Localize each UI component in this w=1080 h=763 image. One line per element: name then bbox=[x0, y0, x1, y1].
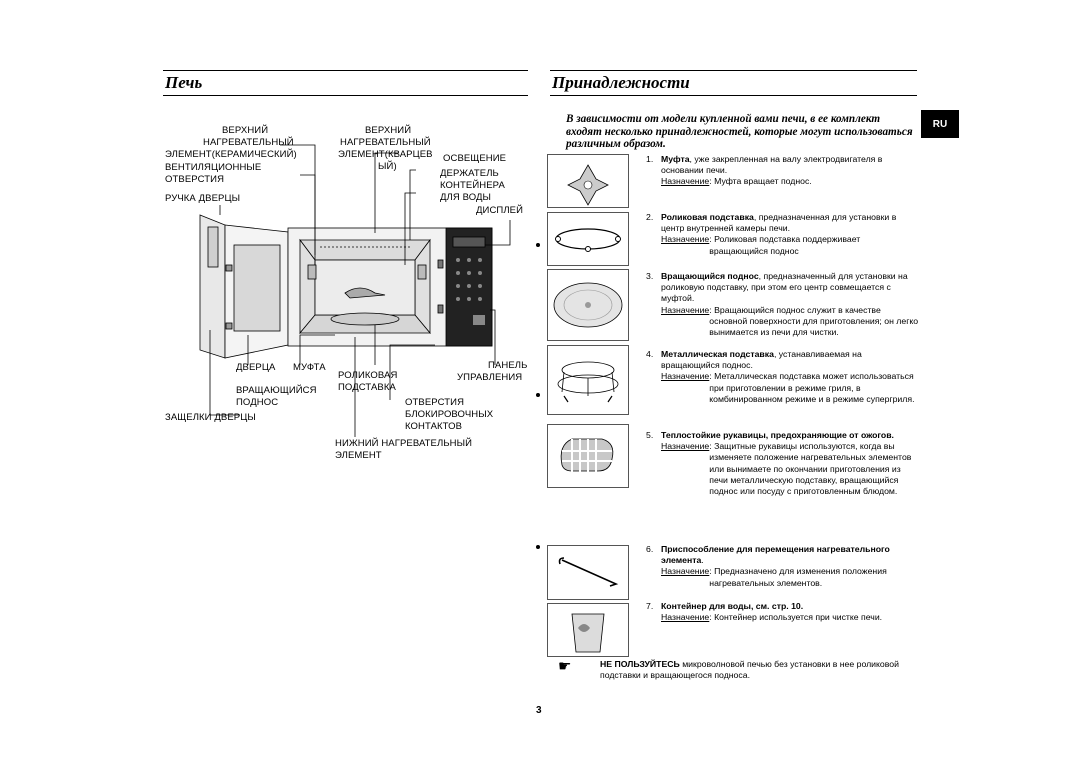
purpose-label: Назначение bbox=[661, 234, 710, 245]
note-bold: НЕ ПОЛЬЗУЙТЕСЬ bbox=[600, 659, 680, 669]
item-desc: . bbox=[701, 555, 704, 566]
label-light: ОСВЕЩЕНИЕ bbox=[443, 153, 507, 164]
accessories-section-title: Принадлежности bbox=[552, 73, 690, 92]
oven-diagram bbox=[199, 144, 511, 437]
label-upper-heating-ceramic: НАГРЕВАТЕЛЬНЫЙ bbox=[203, 137, 294, 148]
label-interlock-holes: КОНТАКТОВ bbox=[405, 421, 463, 432]
water-container-image bbox=[547, 603, 629, 657]
accessories-intro: В зависимости от модели купленной вами п… bbox=[566, 113, 913, 150]
item-name: Муфта bbox=[661, 154, 690, 164]
item-number: 4. bbox=[646, 349, 654, 359]
item-number: 7. bbox=[646, 601, 654, 611]
item-name: Контейнер для воды, см. стр. 10. bbox=[661, 601, 804, 611]
item-name: Роликовая подставка bbox=[661, 212, 754, 222]
turntable-image bbox=[547, 269, 629, 341]
accessory-item: 2. Роликовая подставка, предназначенная … bbox=[646, 212, 921, 257]
accessory-item: 1. Муфта, уже закрепленная на валу элект… bbox=[646, 154, 921, 188]
item-number: 2. bbox=[646, 212, 654, 222]
header-bottom-rule bbox=[163, 95, 528, 96]
item-number: 3. bbox=[646, 271, 654, 281]
purpose-label: Назначение bbox=[661, 371, 710, 382]
item-number: 6. bbox=[646, 544, 654, 554]
margin-bullet bbox=[536, 393, 540, 397]
purpose-text: : Контейнер используется при чистке печи… bbox=[709, 612, 883, 623]
element-tool-image bbox=[547, 545, 629, 600]
label-vents: ВЕНТИЛЯЦИОННЫЕ bbox=[165, 162, 262, 173]
label-upper-heating-ceramic: ВЕРХНИЙ bbox=[222, 125, 269, 136]
label-water-holder: ДЛЯ ВОДЫ bbox=[440, 192, 492, 203]
margin-bullet bbox=[536, 545, 540, 549]
label-door-latches: ЗАЩЕЛКИ ДВЕРЦЫ bbox=[165, 412, 256, 423]
label-interlock-holes: ОТВЕРСТИЯ bbox=[405, 397, 465, 408]
accessory-item: 3. Вращающийся поднос, предназначенный д… bbox=[646, 271, 921, 338]
label-vents: ОТВЕРСТИЯ bbox=[165, 174, 225, 185]
label-display: ДИСПЛЕЙ bbox=[476, 205, 524, 216]
warning-note: НЕ ПОЛЬЗУЙТЕСЬ микроволновой печью без у… bbox=[600, 659, 930, 681]
accessory-item: 5. Теплостойкие рукавицы, предохраняющие… bbox=[646, 430, 921, 497]
item-desc: , предназначенный для установки на ролик… bbox=[661, 271, 908, 304]
label-interlock-holes: БЛОКИРОВОЧНЫХ bbox=[405, 409, 494, 420]
coupler-image bbox=[547, 154, 629, 208]
purpose-label: Назначение bbox=[661, 566, 710, 577]
label-lower-heating: ЭЛЕМЕНТ bbox=[335, 450, 382, 461]
purpose-text: : Вращающийся поднос служит в качестве о… bbox=[709, 304, 919, 338]
item-number: 5. bbox=[646, 430, 654, 440]
purpose-label: Назначение bbox=[661, 441, 710, 452]
note-text: микроволновой печью без установки в нее … bbox=[600, 659, 899, 681]
header-top-rule bbox=[163, 70, 528, 71]
item-name: Вращающийся поднос bbox=[661, 271, 759, 281]
label-upper-heating-quartz: ЭЛЕМЕНТ(КВАРЦЕВ bbox=[338, 149, 433, 160]
label-upper-heating-quartz: ЫЙ) bbox=[378, 161, 397, 172]
label-coupler: МУФТА bbox=[293, 362, 326, 373]
purpose-text: : Защитные рукавицы используются, когда … bbox=[709, 441, 912, 497]
accessory-item: 6. Приспособление для перемещения нагрев… bbox=[646, 544, 921, 589]
label-water-holder: ДЕРЖАТЕЛЬ bbox=[440, 168, 499, 179]
label-upper-heating-quartz: ВЕРХНИЙ bbox=[365, 125, 412, 136]
label-control-panel: УПРАВЛЕНИЯ bbox=[457, 372, 523, 383]
label-door-handle: РУЧКА ДВЕРЦЫ bbox=[165, 193, 241, 204]
label-lower-heating: НИЖНИЙ НАГРЕВАТЕЛЬНЫЙ bbox=[335, 438, 473, 449]
margin-bullet bbox=[536, 243, 540, 247]
item-name: Металлическая подставка bbox=[661, 349, 774, 359]
purpose-label: Назначение bbox=[661, 176, 710, 187]
item-name: Приспособление для перемещения нагревате… bbox=[661, 544, 890, 566]
item-name: Теплостойкие рукавицы, предохраняющие от… bbox=[661, 430, 894, 440]
purpose-text: : Металлическая подставка может использо… bbox=[709, 371, 915, 404]
header-top-rule-right bbox=[550, 70, 917, 71]
label-turntable: ВРАЩАЮЩИЙСЯ bbox=[236, 385, 317, 396]
purpose-text: : Роликовая подставка поддерживает враща… bbox=[709, 234, 861, 256]
purpose-text: : Предназначено для изменения положения … bbox=[709, 566, 887, 588]
roller-ring-image bbox=[547, 212, 629, 266]
oven-glove-image bbox=[547, 424, 629, 488]
label-door: ДВЕРЦА bbox=[236, 362, 276, 373]
purpose-text: : Муфта вращает поднос. bbox=[709, 176, 812, 187]
purpose-label: Назначение bbox=[661, 304, 710, 315]
item-desc: , устанавливаемая на вращающийся поднос. bbox=[661, 349, 862, 371]
item-number: 1. bbox=[646, 154, 654, 164]
accessory-item: 4. Металлическая подставка, устанавливае… bbox=[646, 349, 921, 405]
header-bottom-rule-right bbox=[550, 95, 917, 96]
oven-section-title: Печь bbox=[165, 73, 203, 92]
label-water-holder: КОНТЕЙНЕРА bbox=[440, 180, 505, 191]
purpose-label: Назначение bbox=[661, 612, 710, 623]
pointing-hand-icon: ☛ bbox=[558, 658, 572, 675]
label-turntable: ПОДНОС bbox=[236, 397, 279, 408]
accessory-item: 7. Контейнер для воды, см. стр. 10. Назн… bbox=[646, 601, 921, 623]
item-desc: , предназначенная для установки в центр … bbox=[661, 212, 897, 234]
page-number: 3 bbox=[536, 705, 542, 716]
label-upper-heating-ceramic: ЭЛЕМЕНТ(КЕРАМИЧЕСКИЙ) bbox=[165, 149, 297, 160]
label-upper-heating-quartz: НАГРЕВАТЕЛЬНЫЙ bbox=[340, 137, 431, 148]
language-badge: RU bbox=[921, 110, 959, 138]
metal-rack-image bbox=[547, 345, 629, 415]
item-desc: , уже закрепленная на валу электродвигат… bbox=[661, 154, 883, 176]
label-roller-ring: РОЛИКОВАЯ bbox=[338, 370, 398, 381]
label-control-panel: ПАНЕЛЬ bbox=[488, 360, 528, 371]
label-roller-ring: ПОДСТАВКА bbox=[338, 382, 396, 393]
